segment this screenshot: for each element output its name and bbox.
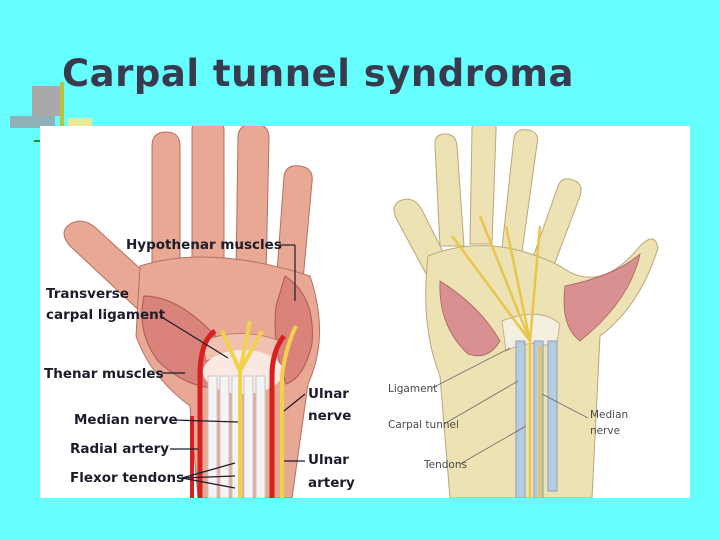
- label-hypothenar-muscles: Hypothenar muscles: [126, 237, 282, 253]
- label-median-nerve: Median nerve: [74, 412, 178, 428]
- left-hand-illustration: [63, 126, 321, 498]
- label-transverse-carpal-ligament-line2: carpal ligament: [46, 307, 166, 323]
- label-median-nerve-right-line1: Median: [590, 409, 628, 421]
- label-thenar-muscles: Thenar muscles: [44, 366, 164, 382]
- label-radial-artery: Radial artery: [70, 441, 169, 457]
- label-ulnar-artery-line2: artery: [308, 475, 355, 491]
- label-ulnar-nerve-line1: Ulnar: [308, 386, 349, 402]
- label-ligament: Ligament: [388, 383, 437, 395]
- label-tendons: Tendons: [423, 459, 467, 471]
- label-carpal-tunnel: Carpal tunnel: [388, 419, 459, 431]
- anatomy-illustration: Hypothenar muscles Transverse carpal lig…: [44, 126, 659, 498]
- label-median-nerve-right-line2: nerve: [590, 425, 620, 437]
- label-flexor-tendons: Flexor tendons: [70, 470, 184, 486]
- label-transverse-carpal-ligament-line1: Transverse: [46, 286, 129, 302]
- right-leader-lines: [431, 347, 589, 465]
- decor-yellow-bar: [60, 82, 64, 127]
- decor-gray-bar: [10, 116, 55, 128]
- left-leader-lines: [159, 244, 306, 489]
- page-title: Carpal tunnel syndroma: [62, 52, 574, 95]
- decor-gray-square: [32, 86, 62, 116]
- right-hand-illustration: [393, 126, 659, 498]
- label-ulnar-nerve-line2: nerve: [308, 408, 351, 424]
- anatomy-figure: Hypothenar muscles Transverse carpal lig…: [40, 126, 690, 498]
- label-ulnar-artery-line1: Ulnar: [308, 452, 349, 468]
